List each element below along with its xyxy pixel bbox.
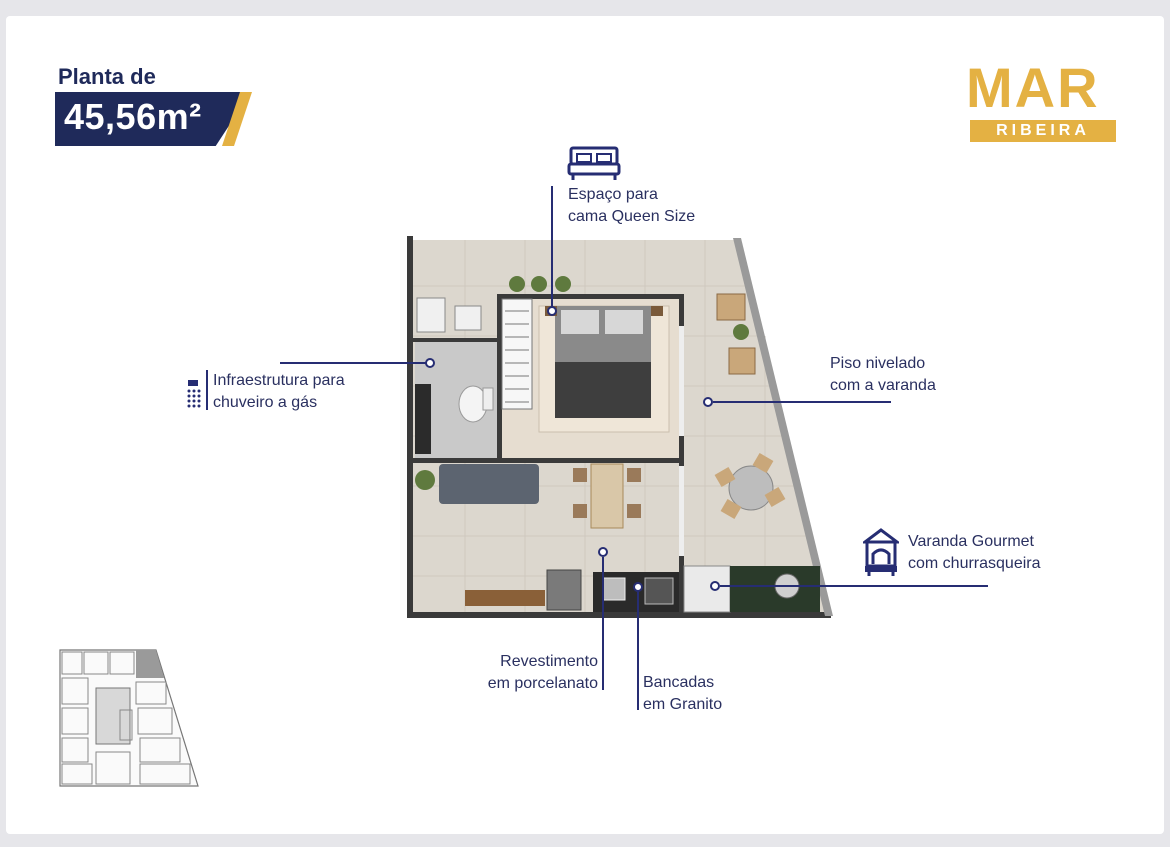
bed-label: Espaço para cama Queen Size bbox=[568, 184, 695, 228]
title-badge bbox=[55, 92, 251, 146]
porcelain-label: Revestimento em porcelanato bbox=[462, 651, 598, 695]
porcelain-callout-dot bbox=[598, 547, 608, 557]
logo-name: MAR bbox=[966, 56, 1100, 119]
granite-callout-line bbox=[637, 592, 639, 710]
bed-label-line2: cama Queen Size bbox=[568, 208, 696, 225]
balcony-callout-line bbox=[720, 585, 988, 587]
shower-label-line1: Infraestrutura para bbox=[213, 372, 345, 389]
balcony-label-line1: Varanda Gourmet bbox=[908, 533, 1034, 550]
shower-label-line2: chuveiro a gás bbox=[213, 394, 318, 411]
floor-callout-dot bbox=[703, 397, 713, 407]
granite-label-line1: Bancadas bbox=[643, 674, 715, 691]
granite-label-line2: em Granito bbox=[643, 696, 723, 713]
grill-icon bbox=[863, 528, 899, 576]
shower-callout-dot bbox=[425, 358, 435, 368]
balcony-label: Varanda Gourmet com churrasqueira bbox=[908, 531, 1041, 575]
granite-callout-dot bbox=[633, 582, 643, 592]
title-area: 45,56m² bbox=[64, 96, 202, 137]
porcelain-callout-line bbox=[602, 557, 604, 690]
shower-callout-line bbox=[280, 362, 428, 364]
shower-callout-line-vertical bbox=[206, 370, 208, 410]
floor-label-line2: com a varanda bbox=[830, 377, 936, 394]
shower-icon bbox=[187, 380, 201, 408]
floor-label: Piso nivelado com a varanda bbox=[830, 353, 936, 397]
key-plan bbox=[59, 649, 199, 787]
balcony-label-line2: com churrasqueira bbox=[908, 555, 1041, 572]
floor-callout-line bbox=[713, 401, 891, 403]
porcelain-label-line2: em porcelanato bbox=[487, 675, 598, 692]
bed-callout-dot bbox=[547, 306, 557, 316]
bed-icon bbox=[567, 146, 621, 180]
bed-label-line1: Espaço para bbox=[568, 186, 658, 203]
porcelain-label-line1: Revestimento bbox=[500, 653, 598, 670]
title-prefix: Planta de bbox=[58, 64, 156, 89]
floor-plan bbox=[407, 236, 833, 618]
floor-label-line1: Piso nivelado bbox=[830, 355, 926, 372]
shower-label: Infraestrutura para chuveiro a gás bbox=[213, 370, 345, 414]
balcony-callout-dot bbox=[710, 581, 720, 591]
bed-callout-line bbox=[551, 186, 553, 310]
logo-sub: RIBEIRA bbox=[970, 120, 1116, 142]
granite-label: Bancadas em Granito bbox=[643, 672, 722, 716]
